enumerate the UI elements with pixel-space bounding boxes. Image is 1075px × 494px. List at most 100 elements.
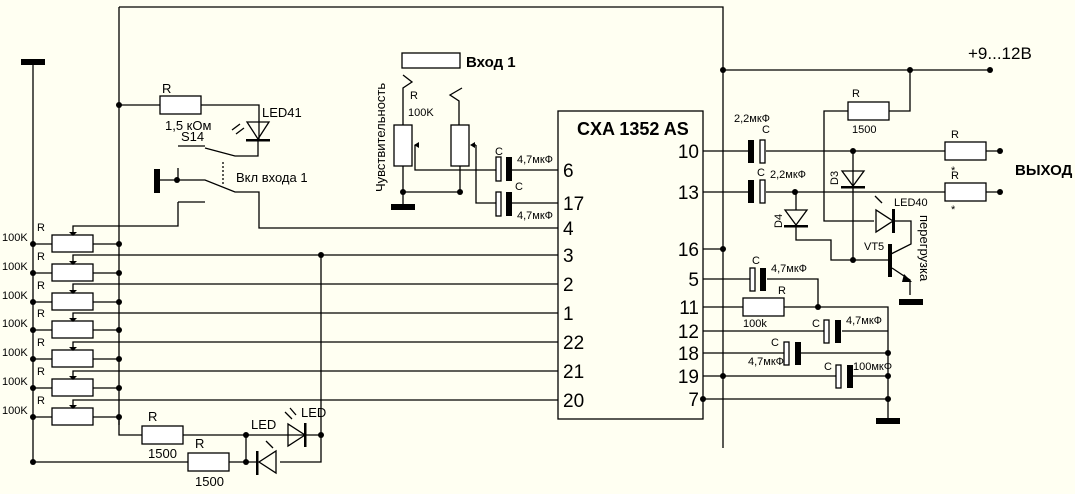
- wiper-icon: [69, 347, 77, 351]
- switch-ground-symbol: [154, 169, 160, 193]
- pot-label: R: [37, 251, 45, 263]
- cap-c10-value: 2,2мкФ: [734, 113, 770, 125]
- pot-6[interactable]: [51, 378, 94, 397]
- ic-pin-left: 1: [563, 304, 574, 325]
- pot-5[interactable]: [51, 349, 94, 368]
- pot-value: 100K: [2, 318, 28, 330]
- power-label: +9...12В: [968, 44, 1032, 63]
- sensitivity-label: Чувствительность: [373, 83, 388, 192]
- input-connector: [401, 52, 461, 69]
- cap-pin6: [495, 156, 512, 182]
- cap-c5-value: 4,7мкФ: [771, 263, 807, 275]
- ic-cxa1352: [557, 110, 704, 420]
- resistor-value: 1,5 кОм: [165, 118, 211, 133]
- ic-pin-left: 17: [563, 194, 584, 215]
- pot-1[interactable]: [51, 234, 94, 253]
- ic-pin-right: 10: [678, 142, 699, 163]
- pot-value: 100K: [2, 405, 28, 417]
- resistor-label: R: [162, 81, 171, 96]
- resistor-out-2-mark-bottom: *: [951, 204, 956, 216]
- resistor-bottom-2-label: R: [195, 436, 204, 451]
- ic-pin-right: 5: [688, 270, 699, 291]
- pot-7[interactable]: [51, 407, 94, 426]
- resistor-out-2-mark-top: *: [951, 165, 956, 177]
- ic-pin-right: 7: [688, 390, 699, 411]
- ic-pin-left: 22: [563, 333, 584, 354]
- input-label: Вход 1: [466, 54, 516, 71]
- cap-c5: [749, 267, 756, 292]
- ic-pin-left: 21: [563, 362, 584, 383]
- pot-value: 100K: [2, 347, 28, 359]
- wiper-icon: [69, 318, 77, 322]
- pot-3[interactable]: [51, 292, 94, 311]
- top-wire: [119, 6, 724, 448]
- pot-label: R: [37, 308, 45, 320]
- resistor-1k5: [159, 95, 202, 115]
- ic-pin-right: 12: [678, 322, 699, 343]
- diode-d4-label: D4: [773, 214, 785, 228]
- pot-label: R: [37, 395, 45, 407]
- sensitivity-r-value: 100K: [408, 107, 434, 119]
- sensitivity-r-label: R: [410, 90, 418, 102]
- resistor-r11-label: R: [778, 285, 786, 297]
- resistor-bottom-1-value: 1500: [148, 446, 177, 461]
- cap-c13-label: C: [757, 167, 765, 179]
- wiper-icon: [69, 290, 77, 294]
- wiper-icon: [69, 232, 77, 236]
- ic-name: CXA 1352 AS: [577, 119, 689, 139]
- pot-label: R: [37, 337, 45, 349]
- wiper-icon: [69, 376, 77, 380]
- resistor-bottom-1: [141, 425, 184, 445]
- switch-name: S14: [181, 129, 204, 144]
- led41-label: LED41: [262, 105, 302, 120]
- ic-pin-right: 11: [679, 298, 699, 319]
- resistor-out-2: [944, 182, 987, 202]
- ic-pin-left: 2: [563, 275, 574, 296]
- sensitivity-pot-2: [450, 124, 470, 167]
- resistor-r11-value: 100k: [743, 318, 767, 330]
- ic-ground-symbol: [876, 418, 900, 424]
- pot-value: 100K: [2, 232, 28, 244]
- led-top-icon: [284, 407, 307, 448]
- pot-label: R: [37, 280, 45, 292]
- resistor-out-1-label: R: [951, 129, 959, 141]
- wiper-icon: [69, 405, 77, 409]
- pot-label: R: [37, 222, 45, 234]
- cap-c19: [835, 364, 842, 389]
- cap-c5-label: C: [752, 255, 760, 267]
- transistor-vt5-label: VT5: [864, 241, 884, 253]
- output-label: ВЫХОД: [1015, 162, 1073, 179]
- pot-4[interactable]: [51, 320, 94, 339]
- cap-c18: [783, 341, 790, 366]
- cap-c12-value: 4,7мкФ: [846, 315, 882, 327]
- overload-label: перегрузка: [917, 215, 932, 282]
- resistor-out-1: [944, 141, 987, 161]
- resistor-r-top-value: 1500: [852, 124, 876, 136]
- cap-c13: [759, 179, 766, 204]
- resistor-r-top-label: R: [852, 88, 860, 100]
- resistor-bottom-2: [187, 452, 230, 472]
- ic-pin-right: 18: [678, 344, 699, 365]
- cap-pin6-value: 4,7мкФ: [517, 154, 553, 166]
- ic-pin-left: 4: [563, 219, 574, 240]
- cap-c18-value: 4,7мкФ: [748, 356, 784, 368]
- led40-label: LED40: [894, 197, 928, 209]
- diode-d3-icon: [840, 170, 866, 189]
- cap-c18-label: C: [771, 337, 779, 349]
- resistor-bottom-2-value: 1500: [195, 474, 224, 489]
- vt5-ground-symbol: [899, 299, 923, 305]
- ic-pin-right: 16: [678, 240, 699, 261]
- transistor-vt5-icon: [853, 244, 912, 295]
- cap-pin6-label: C: [495, 146, 503, 158]
- resistor-bottom-1-label: R: [148, 409, 157, 424]
- pot-2[interactable]: [51, 263, 94, 282]
- led41-icon: [231, 121, 271, 142]
- wiper-icon: [69, 261, 77, 265]
- cap-c10-label: C: [762, 124, 770, 136]
- led-bottom-label: LED: [251, 417, 276, 432]
- resistor-r-top: [847, 101, 890, 121]
- cap-c10: [759, 139, 766, 164]
- resistor-r11: [742, 297, 785, 317]
- led-top-label: LED: [301, 405, 326, 420]
